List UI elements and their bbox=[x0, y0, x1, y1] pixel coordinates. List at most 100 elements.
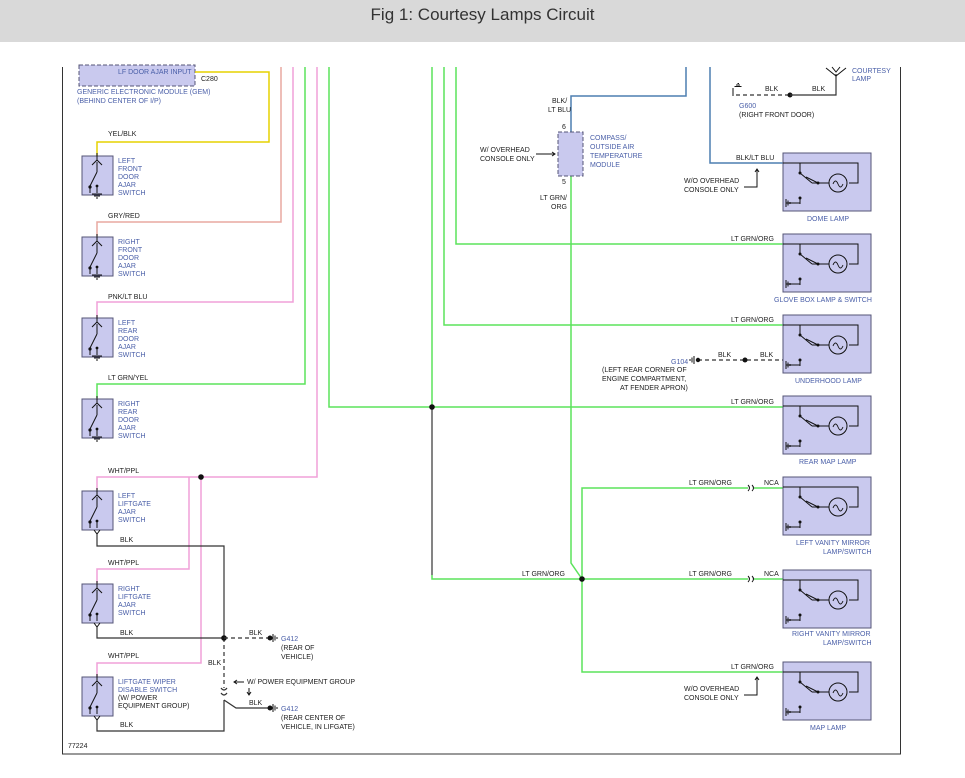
underhood-lamp-name: UNDERHOOD LAMP bbox=[795, 378, 862, 385]
switch-7-line-3: (W/ POWER bbox=[118, 695, 157, 702]
switch-5-line-1: LEFT bbox=[118, 493, 136, 500]
switch-3-line-5: SWITCH bbox=[118, 352, 146, 359]
right-liftgate-ajar-switch: RIGHT LIFTGATE AJAR SWITCH WHT/PPL BLK bbox=[81, 560, 151, 637]
switch-3-wire-label: PNK/LT BLU bbox=[108, 294, 147, 301]
gem-name: GENERIC ELECTRONIC MODULE (GEM) bbox=[77, 89, 210, 96]
courtesy-lamp-label-1: COURTESY bbox=[852, 68, 891, 75]
right-vanity-lamp-name: RIGHT VANITY MIRROR bbox=[792, 631, 871, 638]
switch-7-ground-wire: BLK bbox=[120, 722, 134, 729]
switch-1-line-5: SWITCH bbox=[118, 190, 146, 197]
switch-7-line-2: DISABLE SWITCH bbox=[118, 687, 177, 694]
wire-blk-ground-2 bbox=[96, 627, 224, 639]
diagram-frame bbox=[62, 64, 901, 755]
courtesy-lamp-label-2: LAMP bbox=[852, 76, 871, 83]
switch-5-line-3: AJAR bbox=[118, 509, 136, 516]
dome-lamp bbox=[782, 152, 872, 212]
switch-2-line-3: DOOR bbox=[118, 255, 139, 262]
compass-pin-bottom: 5 bbox=[562, 179, 566, 186]
dome-note-1: W/O OVERHEAD bbox=[684, 178, 739, 185]
g104-id: G104 bbox=[671, 359, 688, 366]
wire-green-456 bbox=[455, 67, 783, 245]
underhood-ground-wire-2: BLK bbox=[760, 352, 774, 359]
wire-yel-blk bbox=[96, 71, 270, 156]
wire-blue-dome bbox=[709, 67, 783, 164]
courtesy-wire-2: BLK bbox=[812, 86, 826, 93]
compass-wire-top-2: LT BLU bbox=[548, 107, 571, 114]
figure-title: Fig 1: Courtesy Lamps Circuit bbox=[370, 5, 595, 24]
switch-6-line-2: LIFTGATE bbox=[118, 594, 151, 601]
compass-name-3: TEMPERATURE bbox=[590, 153, 643, 160]
underhood-ground-wire-1: BLK bbox=[718, 352, 732, 359]
wire-green-map-lamp bbox=[581, 579, 783, 673]
dome-wire-label: BLK/LT BLU bbox=[736, 155, 774, 162]
left-vanity-mirror-lamp bbox=[782, 476, 872, 536]
wire-blue-compass bbox=[570, 67, 687, 132]
switch-6-line-4: SWITCH bbox=[118, 610, 146, 617]
wire-wht-ppl-main bbox=[96, 67, 318, 490]
left-liftgate-ajar-switch: LEFT LIFTGATE AJAR SWITCH WHT/PPL BLK bbox=[81, 468, 151, 544]
switch-1-line-2: FRONT bbox=[118, 166, 143, 173]
gem-connector-label: C280 bbox=[201, 76, 218, 83]
left-vanity-nca: NCA bbox=[764, 480, 779, 487]
switch-7-line-1: LIFTGATE WIPER bbox=[118, 679, 176, 686]
switch-1-line-1: LEFT bbox=[118, 158, 136, 165]
right-vanity-nca: NCA bbox=[764, 571, 779, 578]
wire-wht-ppl-2 bbox=[96, 477, 190, 583]
switch-4-line-2: REAR bbox=[118, 409, 137, 416]
underhood-ground: G104 BLK BLK (LEFT REAR CORNER OF ENGINE… bbox=[602, 352, 783, 392]
switch-3-line-4: AJAR bbox=[118, 344, 136, 351]
switch-6-line-1: RIGHT bbox=[118, 586, 141, 593]
rear-map-wire-label: LT GRN/ORG bbox=[731, 399, 774, 406]
left-rear-door-ajar-switch: LEFT REAR DOOR AJAR SWITCH PNK/LT BLU bbox=[81, 294, 147, 361]
g412-bottom-loc-2: VEHICLE, IN LIFGATE) bbox=[281, 724, 355, 731]
switch-6-ground-wire: BLK bbox=[120, 630, 134, 637]
g412-top-id: G412 bbox=[281, 636, 298, 643]
g104-loc-1: (LEFT REAR CORNER OF bbox=[602, 367, 687, 374]
left-vanity-wire-label: LT GRN/ORG bbox=[689, 480, 732, 487]
wire-pnk-lt-blu bbox=[96, 67, 294, 318]
wire-green-444 bbox=[443, 67, 783, 326]
right-rear-door-ajar-switch: RIGHT REAR DOOR AJAR SWITCH LT GRN/YEL bbox=[81, 375, 148, 442]
compass-pin-top: 6 bbox=[562, 124, 566, 131]
courtesy-ground-loc: (RIGHT FRONT DOOR) bbox=[739, 112, 814, 119]
courtesy-ground-id: G600 bbox=[739, 103, 756, 110]
right-vanity-mirror-lamp bbox=[782, 569, 872, 629]
underhood-wire-label: LT GRN/ORG bbox=[731, 317, 774, 324]
g104-loc-2: ENGINE COMPARTMENT, bbox=[602, 376, 686, 383]
compass-name-1: COMPASS/ bbox=[590, 135, 626, 142]
right-vanity-lamp-name-2: LAMP/SWITCH bbox=[823, 640, 872, 647]
compass-module: BLK/ LT BLU 6 5 COMPASS/ OUTSIDE AIR TEM… bbox=[480, 98, 643, 211]
left-front-door-ajar-switch: LEFT FRONT DOOR AJAR SWITCH YEL/BLK bbox=[81, 131, 146, 199]
courtesy-wire-1: BLK bbox=[765, 86, 779, 93]
map-lamp-wire-label: LT GRN/ORG bbox=[731, 664, 774, 671]
switch-5-wire-label: WHT/PPL bbox=[108, 468, 139, 475]
map-note-2: CONSOLE ONLY bbox=[684, 695, 739, 702]
map-lamp-note: W/O OVERHEAD CONSOLE ONLY bbox=[684, 676, 760, 702]
wire-blk-ground-3 bbox=[96, 700, 225, 732]
left-vanity-lamp-name: LEFT VANITY MIRROR bbox=[796, 540, 870, 547]
switch-5-line-2: LIFTGATE bbox=[118, 501, 151, 508]
switch-2-wire-label: GRY/RED bbox=[108, 213, 140, 220]
power-equipment-note: W/ POWER EQUIPMENT GROUP bbox=[247, 679, 355, 686]
switch-5-ground-wire: BLK bbox=[120, 537, 134, 544]
compass-wire-top-1: BLK/ bbox=[552, 98, 567, 105]
dome-lamp-name: DOME LAMP bbox=[807, 216, 849, 223]
switch-4-line-1: RIGHT bbox=[118, 401, 141, 408]
switch-1-wire-label: YEL/BLK bbox=[108, 131, 137, 138]
g412-bottom-wire: BLK bbox=[249, 700, 263, 707]
switch-1-line-3: DOOR bbox=[118, 174, 139, 181]
right-vanity-wire-label: LT GRN/ORG bbox=[689, 571, 732, 578]
switch-7-line-4: EQUIPMENT GROUP) bbox=[118, 703, 189, 710]
g412-top-wire: BLK bbox=[249, 630, 263, 637]
switch-6-line-3: AJAR bbox=[118, 602, 136, 609]
compass-wire-bottom-2: ORG bbox=[551, 204, 567, 211]
g412-bottom-id: G412 bbox=[281, 706, 298, 713]
wire-lt-grn-to-splice bbox=[328, 67, 433, 408]
map-lamp bbox=[782, 661, 872, 721]
gem-module: LF DOOR AJAR INPUT C280 GENERIC ELECTRON… bbox=[77, 64, 218, 105]
underhood-lamp bbox=[782, 314, 872, 374]
lamps-group bbox=[782, 152, 872, 721]
glovebox-lamp-name: GLOVE BOX LAMP & SWITCH bbox=[774, 297, 872, 304]
liftgate-wiper-disable-switch: LIFTGATE WIPER DISABLE SWITCH (W/ POWER … bbox=[81, 653, 189, 729]
glovebox-wire-label: LT GRN/ORG bbox=[731, 236, 774, 243]
